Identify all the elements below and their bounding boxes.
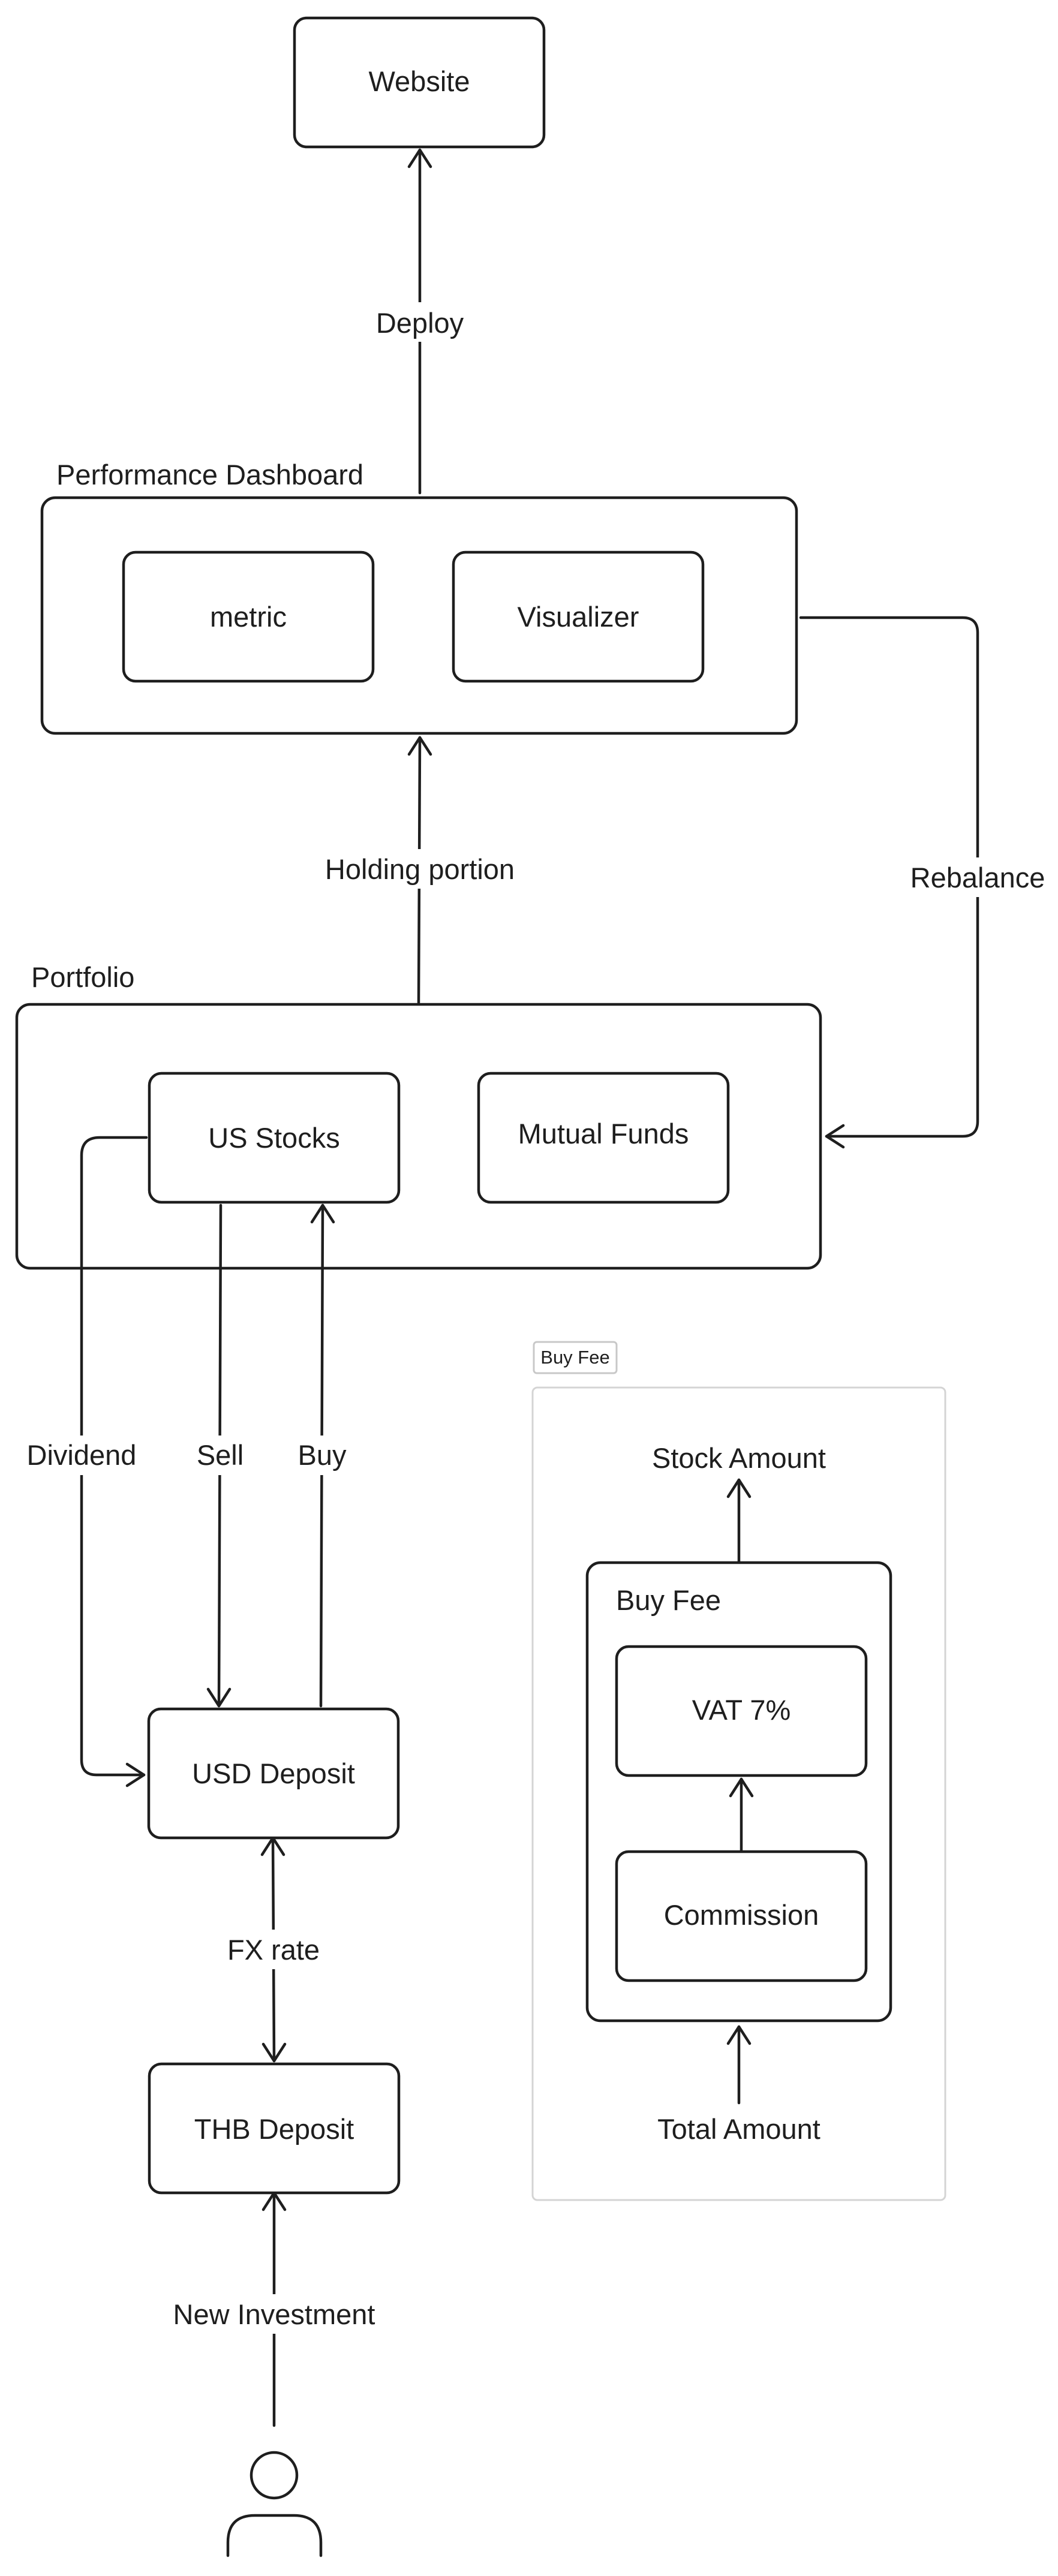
commission-to-vat-arrow: [729, 1777, 754, 1852]
thb-deposit-node[interactable]: THB Deposit: [148, 2062, 401, 2195]
mutual-funds-node[interactable]: Mutual Funds: [477, 1072, 730, 1204]
fx-rate-label: FX rate: [227, 1934, 320, 1966]
stock-amount-label: Stock Amount: [652, 1442, 826, 1474]
deploy-label: Deploy: [376, 307, 464, 339]
commission-node[interactable]: Commission: [615, 1850, 868, 1982]
sell-label: Sell: [197, 1439, 244, 1471]
rebalance-label: Rebalance: [910, 862, 1045, 893]
metric-node[interactable]: metric: [122, 550, 375, 683]
website-node[interactable]: Website: [293, 16, 546, 149]
vat-node[interactable]: VAT 7%: [615, 1645, 868, 1777]
portfolio-container: [15, 1003, 822, 1270]
dividend-label: Dividend: [27, 1439, 137, 1471]
buy-label: Buy: [298, 1439, 347, 1471]
stock-amount-arrow: [726, 1478, 752, 1563]
metric-label: metric: [210, 601, 287, 633]
us-stocks-label: US Stocks: [208, 1122, 339, 1154]
portfolio-title: Portfolio: [31, 961, 134, 993]
us-stocks-node[interactable]: US Stocks: [148, 1072, 401, 1204]
performance-dashboard-title: Performance Dashboard: [56, 459, 363, 490]
website-label: Website: [369, 65, 470, 97]
buy-fee-frame[interactable]: Buy Fee: [531, 1341, 946, 2201]
buy-fee-group-title: Buy Fee: [616, 1584, 721, 1616]
person-icon: [226, 2451, 323, 2557]
holding-portion-label: Holding portion: [325, 853, 515, 885]
total-amount-label: Total Amount: [657, 2113, 820, 2145]
new-investment-label: New Investment: [173, 2298, 375, 2330]
buy-fee-container: [585, 1561, 892, 2023]
thb-deposit-label: THB Deposit: [194, 2113, 354, 2145]
buy-fee-frame-title: Buy Fee: [540, 1347, 609, 1368]
performance-dashboard-container: [40, 496, 798, 735]
total-amount-arrow: [726, 2025, 752, 2105]
commission-label: Commission: [664, 1899, 819, 1931]
mutual-funds-label: Mutual Funds: [518, 1118, 689, 1149]
visualizer-node[interactable]: Visualizer: [452, 550, 705, 683]
vat-label: VAT 7%: [692, 1694, 791, 1726]
buy-fee-frame-tag[interactable]: [533, 1341, 618, 1374]
usd-deposit-label: USD Deposit: [192, 1758, 355, 1789]
visualizer-label: Visualizer: [518, 601, 639, 633]
usd-deposit-node[interactable]: USD Deposit: [147, 1707, 400, 1840]
